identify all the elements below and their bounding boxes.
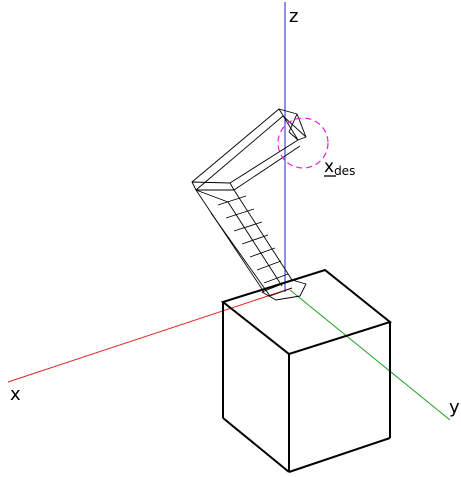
base-box [220, 268, 393, 473]
target-label-subscript: des [334, 164, 355, 178]
target-label-symbol: x [324, 157, 334, 177]
arm-end-diag-1 [282, 115, 307, 138]
y-axis-label: y [449, 397, 460, 418]
arm-upper-edge-4 [233, 145, 301, 191]
x-axis-line [7, 287, 293, 383]
arm-rung-5 [249, 247, 276, 258]
arm-upper-edge-3 [229, 139, 299, 184]
arm-rung-4 [241, 234, 269, 245]
arm-rung-3 [233, 221, 263, 232]
arm-end-diag-3 [288, 131, 299, 141]
arm-rung-1 [217, 195, 247, 206]
arm-lower-edge-3 [233, 189, 293, 281]
arm-upper-edge-1 [191, 108, 280, 183]
z-axis-label: z [289, 6, 298, 27]
target-label: xdes [324, 157, 355, 178]
arm-lower-edge-1 [195, 189, 265, 293]
arm-rung-2 [225, 208, 255, 219]
arm-base-joint-edge [269, 287, 293, 297]
arm-upper-edge-2 [195, 115, 284, 191]
arm-elbow [191, 181, 235, 191]
base-box-bottom-left [222, 417, 290, 473]
base-box-top-face [220, 268, 393, 356]
arm-base-joint [261, 279, 307, 301]
arm-end-diag-2 [288, 113, 298, 133]
robot-arm [191, 108, 307, 301]
target-marker-circle [277, 117, 329, 169]
arm-rung-6 [256, 260, 282, 271]
base-box-bottom-right [288, 437, 391, 473]
x-axis-label: x [10, 384, 21, 405]
arm-lower-edge-4 [210, 212, 271, 297]
arm-elbow-inner [195, 189, 229, 203]
arm-rung-7 [263, 273, 289, 284]
y-axis-line [289, 289, 451, 421]
arm-lower-edge-2 [227, 201, 283, 287]
